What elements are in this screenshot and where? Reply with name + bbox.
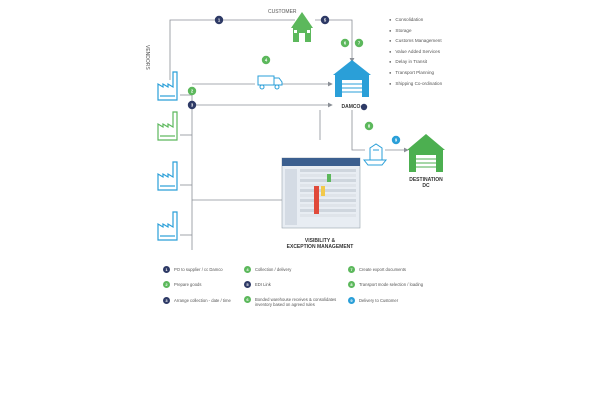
visibility-dashboard-thumbnail — [281, 157, 361, 229]
line-po-to-customer — [169, 19, 295, 80]
flow-lines — [169, 19, 409, 250]
legend-text: Collection / delivery — [255, 267, 292, 272]
legend-text: Prepare goods — [174, 282, 202, 287]
svg-text:8: 8 — [368, 124, 371, 129]
service-item: Value Added Services — [389, 47, 442, 58]
service-item: Delay in Transit — [389, 57, 442, 68]
svg-text:3: 3 — [191, 103, 194, 108]
legend-badge: 1 — [163, 266, 170, 273]
legend-text: Create export documents — [359, 267, 407, 272]
legend-badge: 8 — [348, 281, 355, 288]
legend-text: PO to supplier / cc Damco — [174, 267, 223, 272]
dashboard-alert-column — [314, 186, 319, 214]
flow-badge-8: 8 — [364, 121, 374, 131]
line-damco-to-ship — [351, 110, 365, 151]
flow-badge-7: 7 — [354, 38, 364, 48]
svg-text:4: 4 — [265, 58, 268, 63]
service-item: Storage — [389, 26, 442, 37]
service-item: Consolidation — [389, 15, 442, 26]
svg-text:2: 2 — [191, 89, 194, 94]
svg-text:5: 5 — [324, 18, 327, 23]
flow-badge-4: 4 — [261, 55, 271, 65]
customer-house-icon — [291, 12, 313, 42]
svg-text:1: 1 — [218, 18, 221, 23]
damco-badge — [360, 103, 368, 111]
flow-badge-5: 5 — [320, 15, 330, 25]
legend-badge: 2 — [163, 281, 170, 288]
flow-badge-2: 2 — [187, 86, 197, 96]
truck-icon — [257, 75, 283, 90]
legend-text: Arrange collection - date / time — [174, 298, 231, 303]
svg-text:7: 7 — [358, 41, 361, 46]
visibility-label: VISIBILITY & EXCEPTION MANAGEMENT — [280, 238, 360, 250]
svg-text:6: 6 — [344, 41, 347, 46]
service-item: Shipping Co-ordination — [389, 79, 442, 90]
visibility-label-line1: VISIBILITY & — [304, 238, 336, 244]
legend-text: EDI Link — [255, 282, 271, 287]
vendor-factory-4 — [157, 211, 178, 241]
damco-label: DAMCO — [341, 104, 361, 110]
legend-text: Delivery to Customer — [359, 298, 399, 303]
flow-badge-9: 9 — [391, 135, 401, 145]
legend-text: Bonded warehouse receives & consolidates… — [255, 297, 337, 307]
legend-badge: 7 — [348, 266, 355, 273]
vendor-factory-3 — [157, 161, 178, 191]
visibility-label-line2: EXCEPTION MANAGEMENT — [286, 244, 354, 250]
services-list: Consolidation Storage Customs Management… — [389, 15, 442, 89]
legend-text: Transport mode selection / loading — [359, 282, 424, 287]
destination-label: DESTINATION DC — [404, 177, 448, 189]
destination-label-line1: DESTINATION — [409, 177, 443, 183]
flow-badge-6: 6 — [340, 38, 350, 48]
dashboard-warning-cells — [321, 186, 325, 196]
customer-label: CUSTOMER — [268, 9, 297, 15]
vendor-factory-2 — [157, 111, 178, 141]
flow-badges: 1 5 4 6 7 2 3 8 — [187, 15, 401, 145]
ship-icon — [362, 143, 388, 166]
legend-badge: 9 — [348, 297, 355, 304]
vendors-label: VENDORS — [144, 45, 150, 70]
service-item: Customs Management — [389, 36, 442, 47]
legend-badge: 4 — [244, 266, 251, 273]
service-item: Transport Planning — [389, 68, 442, 79]
legend-badge: 6 — [244, 296, 251, 303]
vendor-factory-1 — [157, 71, 178, 101]
dashboard-ok-cells — [327, 174, 331, 182]
destination-warehouse-icon — [407, 134, 445, 172]
flow-badge-3: 3 — [187, 100, 197, 110]
legend-badge: 3 — [163, 297, 170, 304]
flow-badge-1: 1 — [214, 15, 224, 25]
destination-label-line2: DC — [422, 183, 430, 189]
svg-text:9: 9 — [395, 138, 398, 143]
damco-warehouse-icon — [333, 60, 371, 97]
legend-badge: 5 — [244, 281, 251, 288]
